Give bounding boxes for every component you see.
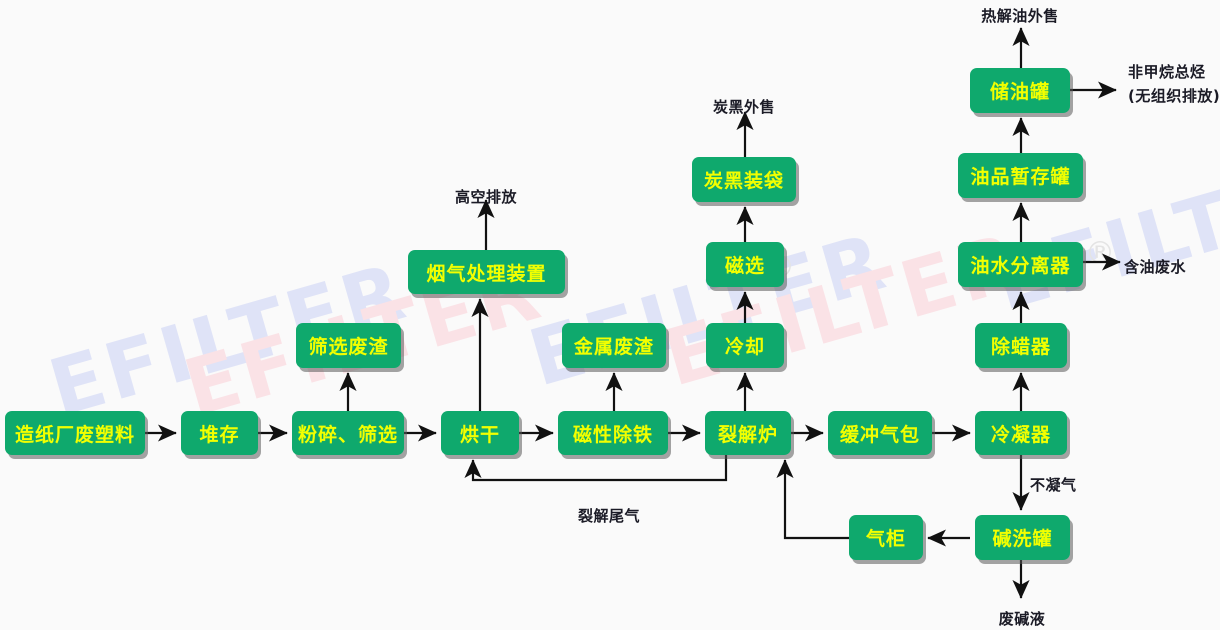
label-non-condensable-gas: 不凝气 <box>1030 476 1077 494</box>
registered-mark-icon: ® <box>1085 236 1115 271</box>
node-condenser[interactable]: 冷凝器 <box>975 411 1067 455</box>
node-drying[interactable]: 烘干 <box>441 411 519 455</box>
node-caustic-wash-tank[interactable]: 碱洗罐 <box>975 515 1070 560</box>
label-waste-alkali-liquid: 废碱液 <box>998 610 1046 628</box>
node-stockpiling[interactable]: 堆存 <box>181 411 258 455</box>
node-carbon-black-bagging[interactable]: 炭黑装袋 <box>692 157 796 202</box>
node-oil-temp-storage-tank[interactable]: 油品暂存罐 <box>958 153 1083 198</box>
label-pyrolysis-oil-sale: 热解油外售 <box>981 7 1059 25</box>
label-oily-wastewater: 含油废水 <box>1124 258 1187 276</box>
node-buffer-gas-tank[interactable]: 缓冲气包 <box>828 411 932 455</box>
node-magnetic-separation[interactable]: 磁选 <box>706 242 784 287</box>
node-screening-residue[interactable]: 筛选废渣 <box>296 323 401 368</box>
node-gas-holder[interactable]: 气柜 <box>849 515 923 560</box>
node-flue-gas-treatment[interactable]: 烟气处理装置 <box>408 250 565 294</box>
label-carbon-black-sale: 炭黑外售 <box>712 98 776 116</box>
node-waste-plastic[interactable]: 造纸厂废塑料 <box>5 411 145 455</box>
label-nmhc-line-1: 非甲烷总烃 <box>1128 63 1206 81</box>
label-fugitive-line-2: (无组织排放) <box>1128 87 1220 105</box>
label-nmhc-fugitive-emission: 非甲烷总烃 (无组织排放) <box>1128 60 1220 108</box>
node-oil-storage-tank[interactable]: 储油罐 <box>970 68 1070 113</box>
node-cooling[interactable]: 冷却 <box>706 323 784 368</box>
node-oil-water-separator[interactable]: 油水分离器 <box>958 242 1083 287</box>
node-dewaxer[interactable]: 除蜡器 <box>975 323 1067 368</box>
node-pyrolysis-furnace[interactable]: 裂解炉 <box>705 411 791 455</box>
node-crushing-screening[interactable]: 粉碎、筛选 <box>292 411 404 455</box>
node-metal-residue[interactable]: 金属废渣 <box>562 323 666 368</box>
node-magnetic-deironing[interactable]: 磁性除铁 <box>558 411 668 455</box>
edge-gasholder-to-pyro <box>776 459 849 540</box>
label-pyrolysis-tail-gas: 裂解尾气 <box>577 507 641 525</box>
label-high-altitude-emission: 高空排放 <box>454 188 518 206</box>
edge-pyro-tailgas-to-dry <box>464 455 728 482</box>
